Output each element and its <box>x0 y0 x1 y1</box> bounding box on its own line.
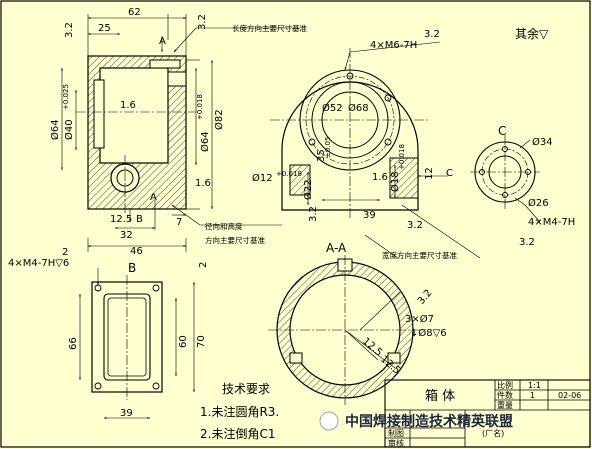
front-view <box>76 55 200 215</box>
note-radial-height-2: 方向主要尺寸基准 <box>205 235 265 245</box>
title-block <box>384 379 591 448</box>
rough-3-2-c: 3.2 <box>519 237 535 248</box>
title-factory: (厂名) <box>482 428 504 438</box>
dim-39-bottom: 39 <box>120 408 133 419</box>
label-view-b: B <box>128 261 136 275</box>
dim-12: 12 <box>424 167 435 180</box>
tol-dia-12: +0.018 <box>276 170 302 178</box>
title-drafter: 制图 <box>388 428 404 438</box>
section-a-a-view <box>268 255 422 405</box>
dim-dia-12: Ø12 <box>252 172 273 184</box>
thread-4xm6-7h: 4×M6-7H <box>370 40 417 51</box>
dim-7: 7 <box>176 217 182 228</box>
label-a-top: A <box>159 36 166 47</box>
dim-35: 35 <box>316 149 327 162</box>
dim-70: 70 <box>196 335 207 348</box>
rough-3-2-side: 3.2 <box>424 29 440 40</box>
rough-3-2-aa: 3.2 <box>416 288 435 307</box>
title-part-name: 箱 体 <box>425 388 455 404</box>
dim-dia-22: Ø22 <box>302 179 314 200</box>
title-drawing-no: 02-06 <box>558 391 581 400</box>
rough-1-6-front: 1.6 <box>120 100 136 111</box>
side-boss-left <box>289 164 311 196</box>
dim-dia-26: Ø26 <box>528 197 549 209</box>
tol-35: ±0.05 <box>324 137 332 158</box>
rough-3-2-side-b: 3.2 <box>308 206 319 222</box>
title-scale-label: 比例 <box>497 380 513 390</box>
bottom-dimension-lines <box>79 268 195 419</box>
note-length-datum: 长度方向主要尺寸基准 <box>232 23 307 33</box>
dim-32: 32 <box>120 230 133 241</box>
label-detail-c: C <box>498 124 506 138</box>
label-b-arrow: B <box>136 214 143 225</box>
tech-req-item-2: 2.未注倒角C1 <box>200 426 275 441</box>
rough-rest: 其余▽ <box>515 26 549 41</box>
thread-4xm4-7h-c: 4×M4-7H <box>528 217 575 228</box>
rough-3-2-top-right: 3.2 <box>197 14 208 30</box>
label-a-bottom: A <box>150 192 157 203</box>
tol-dia-64-right: +0.018 <box>196 94 204 120</box>
front-bore-left <box>93 79 105 149</box>
hole-depth: ↓Ø8▽6 <box>410 327 447 339</box>
dim-dia-52: Ø52 <box>322 102 343 114</box>
dim-overall-width: 62 <box>128 7 141 18</box>
title-scale-value: 1:1 <box>528 381 541 390</box>
dim-25: 25 <box>98 23 111 34</box>
rough-3-2-side-c: 3.2 <box>407 220 423 231</box>
front-top-hole <box>167 71 187 87</box>
side-dimension-lines <box>307 41 481 259</box>
rough-1-6-front-b: 1.6 <box>195 178 211 189</box>
title-qty-value: 1 <box>530 391 535 400</box>
thread-4xm4-7h-b: 4×M4-7H▽6 <box>8 258 69 269</box>
label-section-a-a: A-A <box>326 241 347 255</box>
front-top-boss <box>149 59 181 69</box>
tech-req-title: 技术要求 <box>222 382 270 396</box>
hole-3x7: 3×Ø7 <box>405 313 434 325</box>
dim-dia-68: Ø68 <box>348 102 369 114</box>
dim-46: 46 <box>130 246 143 257</box>
note-radial-height-1: 径向和高度 <box>205 221 243 231</box>
front-cavity <box>99 67 169 164</box>
rough-1-6-side: 1.6 <box>372 172 388 183</box>
dim-39: 39 <box>363 210 376 221</box>
dim-dia-64-right: Ø64 <box>199 131 211 152</box>
dim-2-bottom: 2 <box>198 262 209 268</box>
dim-2: 2 <box>62 247 68 258</box>
dim-dia-40: Ø40 <box>63 119 75 140</box>
dim-dia-82: Ø82 <box>213 109 225 130</box>
tol-dia-40: +0.025 <box>62 84 70 110</box>
rough-12-5-aa-a: 12.5 <box>360 336 384 359</box>
detail-c-view <box>470 135 541 223</box>
rough-12-5-aa-b: 12.5 <box>378 354 402 377</box>
title-weight-label: 重量 <box>497 400 513 410</box>
title-qty-label: 件数 <box>497 390 513 400</box>
title-checker: 审核 <box>388 438 404 448</box>
label-c-arrow: C <box>446 168 453 179</box>
watermark-icon <box>319 411 339 431</box>
bottom-view-b <box>91 275 163 400</box>
dim-dia-34: Ø34 <box>532 136 553 148</box>
tech-req-item-1: 1.未注圆角R3. <box>200 404 279 419</box>
dim-dia-18: Ø18 <box>389 171 401 192</box>
note-width-datum: 宽度方向主要尺寸基准 <box>382 250 457 260</box>
dim-60: 60 <box>178 335 189 348</box>
dim-66: 66 <box>68 337 79 350</box>
dim-dia-64: Ø64 <box>49 119 61 140</box>
rough-12-5: 12.5 <box>110 214 132 225</box>
watermark-text: 中国焊接制造技术精英联盟 <box>345 413 513 430</box>
front-dimension-lines <box>61 14 300 252</box>
rough-3-2-top-left: 3.2 <box>64 22 75 38</box>
tol-dia-18: +0.018 <box>398 144 406 170</box>
